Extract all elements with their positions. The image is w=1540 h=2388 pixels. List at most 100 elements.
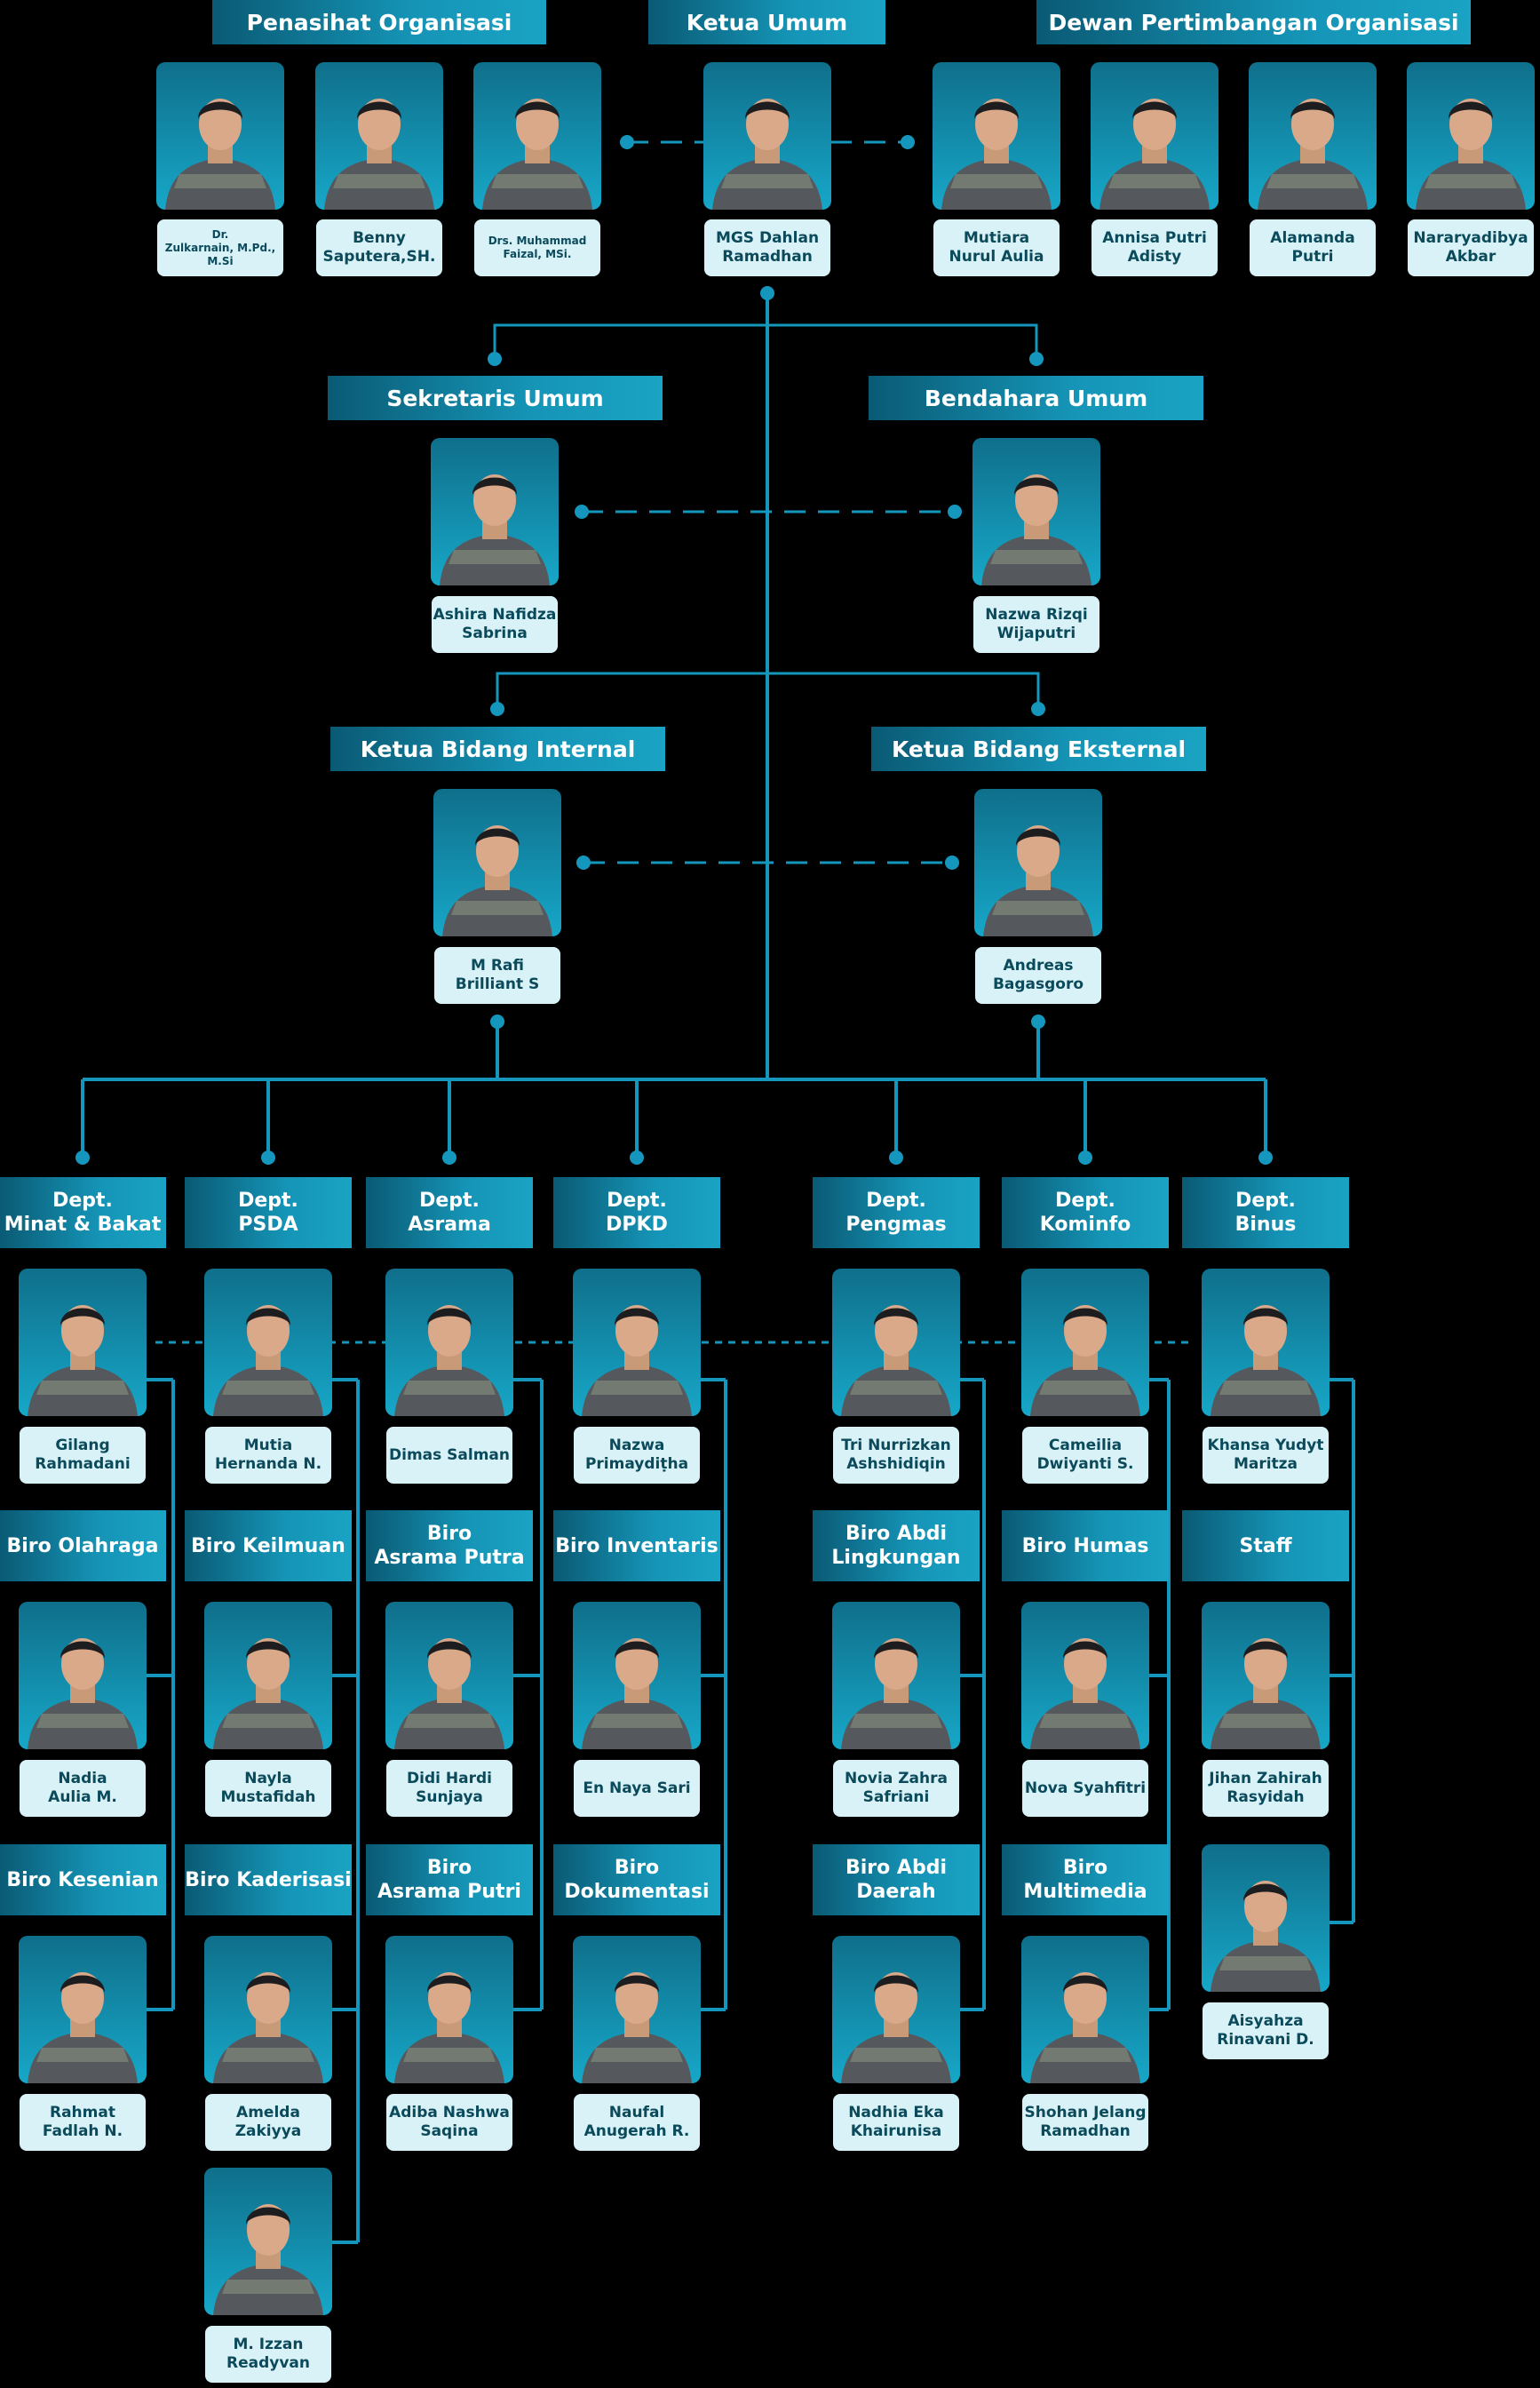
dewan-3-name: Alamanda Putri	[1250, 219, 1376, 276]
connector-dot	[488, 352, 502, 366]
unit-member-photo	[385, 1936, 513, 2083]
header-ketua-umum: Ketua Umum	[648, 0, 885, 44]
unit-member-name: Nadia Aulia M.	[20, 1760, 146, 1817]
department-head-photo	[1202, 1269, 1330, 1416]
ketua-umum-photo	[703, 62, 831, 210]
connector-dot	[901, 135, 915, 149]
unit-member-photo	[19, 1602, 147, 1749]
connector-dot	[630, 1150, 644, 1165]
branch-bidang	[496, 672, 1040, 709]
branch-sekben	[493, 323, 1038, 359]
department-head-name: Cameilia Dwiyanti S.	[1022, 1427, 1148, 1484]
unit-header: Biro Olahraga	[0, 1510, 166, 1581]
department-header: Dept. Pengmas	[813, 1177, 980, 1248]
unit-member-name: Naufal Anugerah R.	[574, 2094, 700, 2151]
bidang-internal-name: M Rafi Brilliant S	[434, 947, 560, 1004]
unit-member-photo	[19, 1936, 147, 2083]
sekretaris-name: Ashira Nafidza Sabrina	[432, 596, 558, 653]
department-head-name: Dimas Salman	[386, 1427, 512, 1484]
header-sekretaris-umum: Sekretaris Umum	[328, 376, 663, 420]
unit-header: Biro Abdi Daerah	[813, 1844, 980, 1915]
unit-member-photo	[1202, 1602, 1330, 1749]
extra-member-name: M. Izzan Readyvan	[205, 2326, 331, 2383]
bendahara-name: Nazwa Rizqi Wijaputri	[973, 596, 1099, 653]
bidang-internal-photo	[433, 789, 561, 936]
unit-member-name: En Naya Sari	[574, 1760, 700, 1817]
dewan-4-photo	[1407, 62, 1535, 210]
unit-member-name: Amelda Zakiyya	[205, 2094, 331, 2151]
unit-member-photo	[832, 1936, 960, 2083]
unit-header: Biro Dokumentasi	[553, 1844, 720, 1915]
connector-dot	[620, 135, 634, 149]
extra-member-photo	[1202, 1844, 1330, 1992]
unit-header: Biro Kaderisasi	[185, 1844, 352, 1915]
connector-dot	[1031, 702, 1045, 716]
unit-header: Biro Asrama Putra	[366, 1510, 533, 1581]
connector-dot	[490, 1015, 504, 1029]
department-header: Dept. Kominfo	[1002, 1177, 1169, 1248]
ketua-umum-name: MGS Dahlan Ramadhan	[704, 219, 830, 276]
unit-member-name: Shohan Jelang Ramadhan	[1022, 2094, 1148, 2151]
sekretaris-photo	[431, 438, 559, 585]
connector-dot	[575, 505, 589, 519]
unit-header: Biro Keilmuan	[185, 1510, 352, 1581]
unit-member-photo	[573, 1602, 701, 1749]
penasihat-1-photo	[156, 62, 284, 210]
extra-member-name: Aisyahza Rinavani D.	[1203, 2002, 1329, 2059]
unit-member-name: Adiba Nashwa Saqina	[386, 2094, 512, 2151]
header-ketua-bidang-eksternal: Ketua Bidang Eksternal	[871, 727, 1206, 771]
dewan-2-name: Annisa Putri Adisty	[1091, 219, 1218, 276]
unit-member-name: Novia Zahra Safriani	[833, 1760, 959, 1817]
department-head-name: Mutia Hernanda N.	[205, 1427, 331, 1484]
dewan-1-name: Mutiara Nurul Aulia	[933, 219, 1060, 276]
department-head-photo	[204, 1269, 332, 1416]
unit-header: Biro Inventaris	[553, 1510, 720, 1581]
connector-dot	[1031, 1015, 1045, 1029]
header-dewan-pertimbangan-organisasi: Dewan Pertimbangan Organisasi	[1036, 0, 1471, 44]
dewan-1-photo	[933, 62, 1060, 210]
department-header: Dept. PSDA	[185, 1177, 352, 1248]
header-penasihat-organisasi: Penasihat Organisasi	[212, 0, 546, 44]
connector-dot	[1258, 1150, 1273, 1165]
bidang-eksternal-photo	[974, 789, 1102, 936]
unit-header: Biro Kesenian	[0, 1844, 166, 1915]
connector-dot	[261, 1150, 275, 1165]
unit-header: Biro Humas	[1002, 1510, 1169, 1581]
unit-member-photo	[385, 1602, 513, 1749]
connector-dot	[1029, 352, 1044, 366]
unit-member-name: Nayla Mustafidah	[205, 1760, 331, 1817]
department-header: Dept. Binus	[1182, 1177, 1349, 1248]
connector-dot	[945, 856, 959, 870]
unit-member-photo	[573, 1936, 701, 2083]
unit-header: Staff	[1182, 1510, 1349, 1581]
department-header: Dept. DPKD	[553, 1177, 720, 1248]
department-head-name: Khansa Yudyt Maritza	[1203, 1427, 1329, 1484]
department-head-photo	[832, 1269, 960, 1416]
connector-dot	[442, 1150, 456, 1165]
department-head-name: Nazwa Primaydiṭha	[574, 1427, 700, 1484]
penasihat-3-name: Drs. Muhammad Faizal, MSi.	[474, 219, 600, 276]
department-header: Dept. Asrama	[366, 1177, 533, 1248]
department-head-photo	[1021, 1269, 1149, 1416]
department-head-photo	[19, 1269, 147, 1416]
header-bendahara-umum: Bendahara Umum	[869, 376, 1203, 420]
connector-dot	[889, 1150, 903, 1165]
connector-dot	[948, 505, 962, 519]
unit-member-name: Jihan Zahirah Rasyidah	[1203, 1760, 1329, 1817]
extra-member-photo	[204, 2168, 332, 2315]
unit-member-name: Didi Hardi Sunjaya	[386, 1760, 512, 1817]
unit-member-photo	[1021, 1602, 1149, 1749]
header-ketua-bidang-internal: Ketua Bidang Internal	[330, 727, 665, 771]
unit-member-name: Nadhia Eka Khairunisa	[833, 2094, 959, 2151]
dewan-2-photo	[1091, 62, 1219, 210]
unit-header: Biro Multimedia	[1002, 1844, 1169, 1915]
connector-dot	[75, 1150, 90, 1165]
penasihat-3-photo	[473, 62, 601, 210]
department-header: Dept. Minat & Bakat	[0, 1177, 166, 1248]
department-head-name: Tri Nurrizkan Ashshidiqin	[833, 1427, 959, 1484]
connector-dot	[490, 702, 504, 716]
unit-member-name: Nova Syahfitri	[1022, 1760, 1148, 1817]
penasihat-2-photo	[315, 62, 443, 210]
